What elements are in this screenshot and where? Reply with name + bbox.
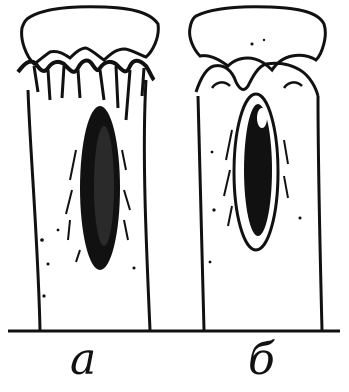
tooth-a [18,7,158,330]
panel-label-a: а [70,338,96,382]
panel-label-b: б [248,338,275,382]
tooth-b [190,7,326,330]
